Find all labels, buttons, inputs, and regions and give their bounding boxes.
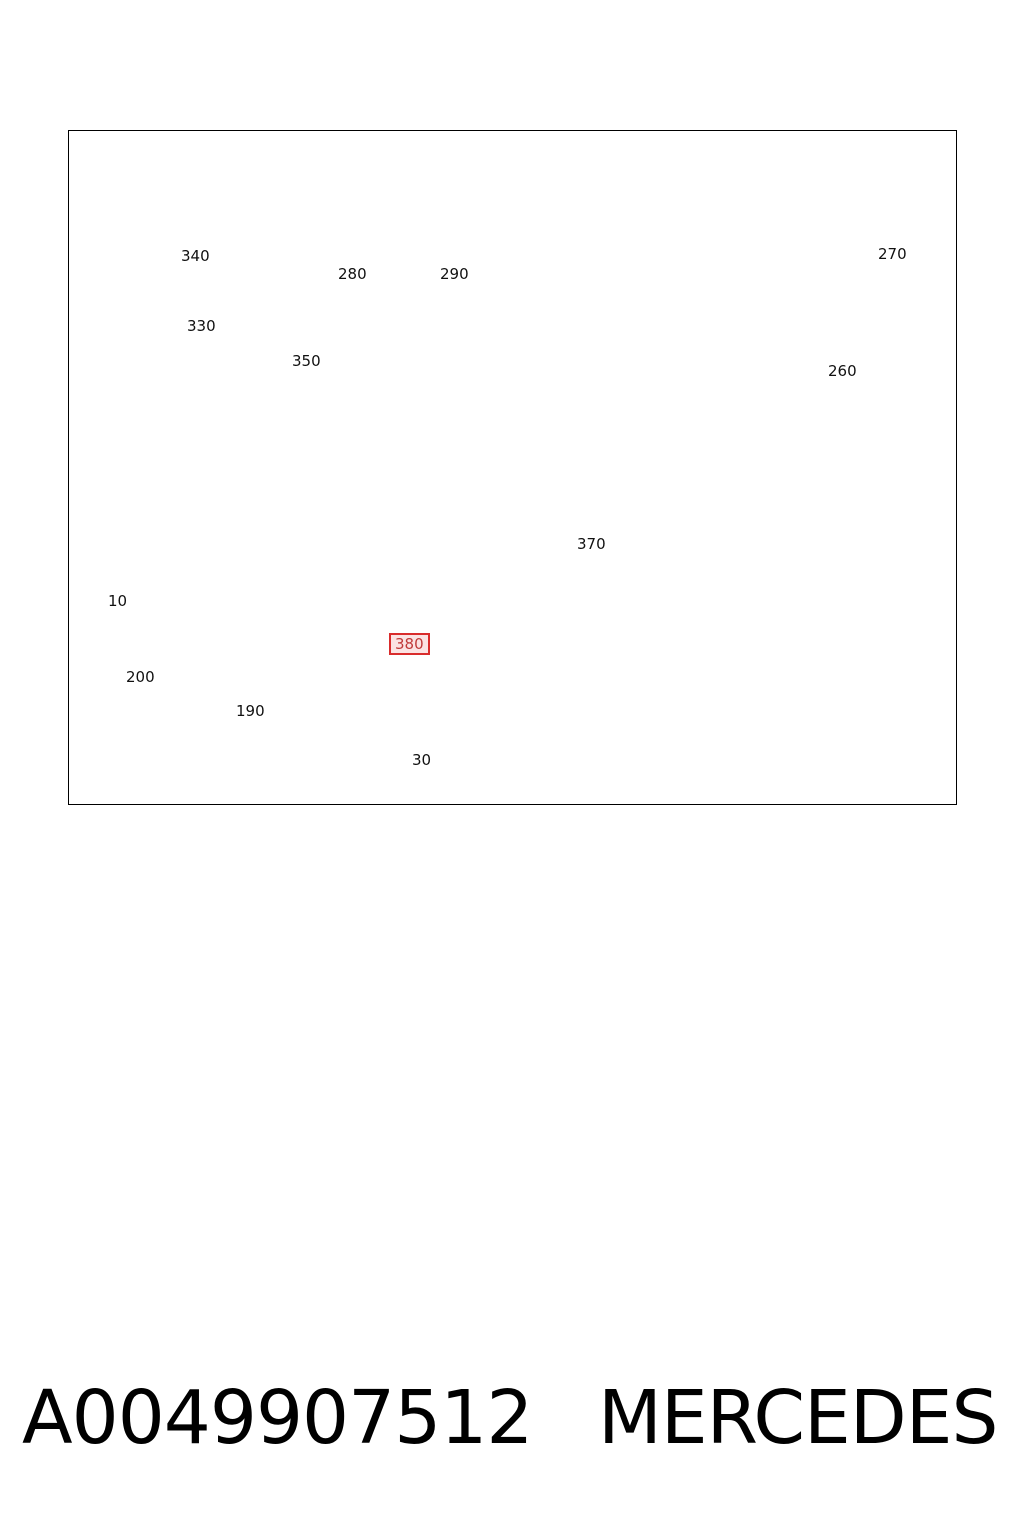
callout-340: 340: [181, 247, 210, 265]
diagram-frame: [68, 130, 957, 805]
callout-380-highlighted[interactable]: 380: [389, 633, 430, 655]
callout-200: 200: [126, 668, 155, 686]
part-number: A0049907512: [22, 1375, 533, 1461]
footer: A0049907512 MERCEDES: [0, 1370, 1024, 1470]
callout-270: 270: [878, 245, 907, 263]
callout-280: 280: [338, 265, 367, 283]
callout-260: 260: [828, 362, 857, 380]
callout-10: 10: [108, 592, 128, 610]
callout-370: 370: [577, 535, 606, 553]
callout-350: 350: [292, 352, 321, 370]
callout-290: 290: [440, 265, 469, 283]
callout-190: 190: [236, 702, 265, 720]
brand-name: MERCEDES: [598, 1375, 998, 1461]
callout-330: 330: [187, 317, 216, 335]
callout-30: 30: [412, 751, 432, 769]
